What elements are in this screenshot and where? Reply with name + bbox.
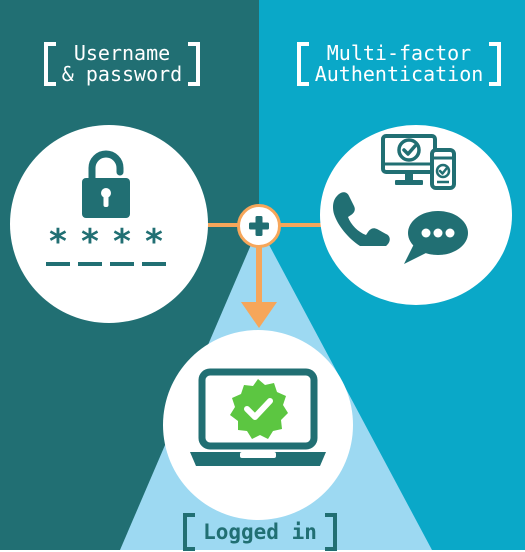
left-heading-text: Username & password [56,43,188,85]
right-heading-line2: Authentication [314,62,484,86]
connector-left [190,223,240,227]
left-bracket [183,513,196,551]
left-heading-line2: & password [61,62,183,86]
arrow-down-icon [241,246,277,328]
right-heading: Multi-factor Authentication [276,38,522,90]
password-underline-2 [78,262,102,266]
password-asterisk-4: * [143,222,165,262]
left-heading: Username & password [24,38,220,90]
password-underline-1 [46,262,70,266]
right-bracket [489,42,502,86]
telephone-icon [333,192,390,246]
password-underline-3 [110,262,134,266]
logged-in-text: Logged in [203,520,317,544]
plus-icon [249,216,269,236]
password-asterisk-2: * [79,222,101,262]
padlock-icon [82,150,130,218]
right-bracket [324,513,337,551]
password-asterisk-1: * [47,222,69,262]
chat-bubble-icon [404,211,468,264]
laptop-check-icon [190,368,326,466]
credentials-circle [10,125,208,323]
connector-right [280,223,330,227]
plus-node [237,204,281,248]
left-heading-line1: Username [73,41,171,65]
left-bracket [296,42,309,86]
logged-in-label: Logged in [170,512,350,552]
password-asterisk-3: * [111,222,133,262]
left-bracket [43,42,56,86]
right-bracket [188,42,201,86]
right-heading-text: Multi-factor Authentication [309,43,490,85]
password-underline-4 [142,262,166,266]
phone-check-icon [430,148,456,190]
right-heading-line1: Multi-factor [326,41,472,65]
